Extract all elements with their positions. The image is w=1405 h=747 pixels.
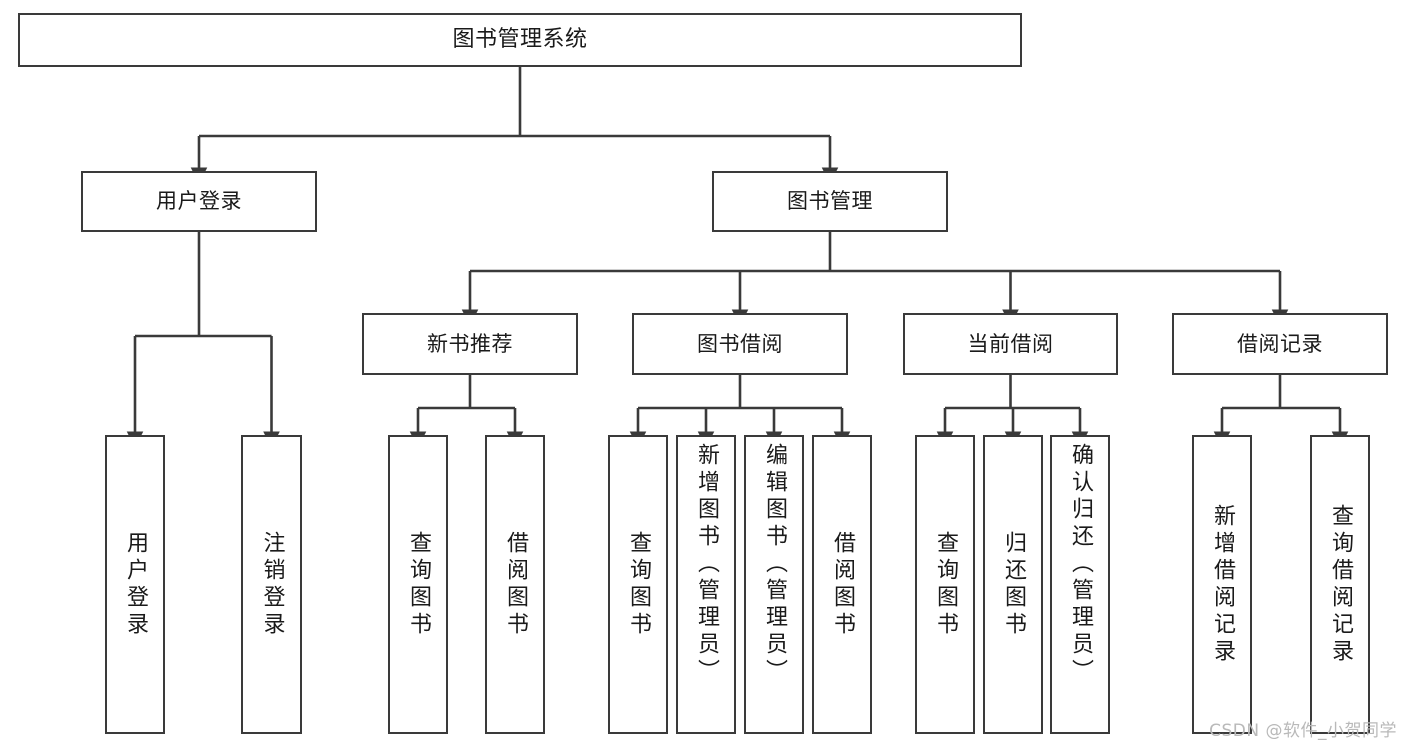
node-borrow: 图书借阅 [632,313,848,375]
node-leaf-new-1: 查询图书 [388,435,448,734]
node-label: 查询借阅记录 [1328,503,1353,666]
node-label: 新增图书（管理员） [694,443,719,686]
node-label: 借阅记录 [1237,331,1323,356]
node-leaf-new-2: 借阅图书 [485,435,545,734]
node-label: 编辑图书（管理员） [762,443,787,686]
node-leaf-borrow-3: 编辑图书（管理员） [744,435,804,734]
node-label: 注销登录 [259,530,285,639]
node-root: 图书管理系统 [18,13,1022,67]
node-leaf-borrow-1: 查询图书 [608,435,668,734]
node-label: 确认归还（管理员） [1068,443,1093,686]
node-leaf-rec-1: 新增借阅记录 [1192,435,1252,734]
node-label: 用户登录 [156,189,242,214]
node-leaf-cur-1: 查询图书 [915,435,975,734]
node-label: 图书管理 [787,189,873,214]
node-label: 新书推荐 [427,331,513,356]
edge-group [126,67,1349,449]
node-label: 图书管理系统 [452,27,588,53]
node-label: 图书借阅 [697,331,783,356]
node-newbook: 新书推荐 [362,313,578,375]
node-label: 当前借阅 [967,331,1054,356]
node-leaf-cur-2: 归还图书 [983,435,1043,734]
node-leaf-borrow-2: 新增图书（管理员） [676,435,736,734]
node-label: 借阅图书 [503,530,528,639]
node-label: 用户登录 [123,530,148,639]
node-login: 用户登录 [81,171,317,232]
node-leaf-login-1: 用户登录 [105,435,165,734]
node-label: 借阅图书 [830,530,855,639]
node-label: 查询图书 [933,530,958,639]
node-label: 查询图书 [626,530,651,639]
node-label: 归还图书 [1001,530,1026,639]
watermark: CSDN @软件_小贺同学 [1209,721,1397,741]
node-leaf-login-2: 注销登录 [241,435,302,734]
node-current: 当前借阅 [903,313,1118,375]
node-leaf-rec-2: 查询借阅记录 [1310,435,1370,734]
node-bookmgmt: 图书管理 [712,171,948,232]
node-records: 借阅记录 [1172,313,1388,375]
node-label: 新增借阅记录 [1210,503,1235,666]
node-leaf-cur-3: 确认归还（管理员） [1050,435,1110,734]
node-leaf-borrow-4: 借阅图书 [812,435,872,734]
node-label: 查询图书 [406,530,431,639]
